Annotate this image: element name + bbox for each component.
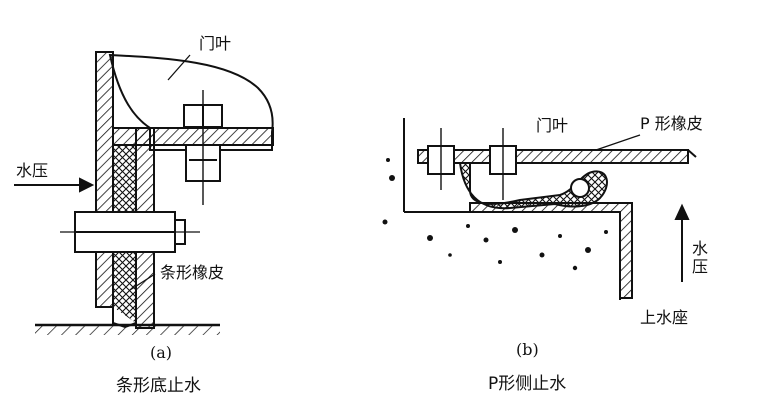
label-upper-seat-b: 上水座	[640, 308, 689, 327]
door-leaf-b	[417, 149, 689, 164]
skin-plate-a	[95, 51, 114, 308]
figure-b-drawing	[382, 118, 697, 300]
p-rubber-b	[458, 162, 608, 210]
seat-plate-b	[469, 202, 633, 299]
door-leaf-a	[108, 53, 274, 151]
label-p-rubber-b: P 形橡皮	[640, 114, 703, 133]
caption-a: 条形底止水	[116, 376, 201, 396]
subfigure-label-b: (b)	[516, 340, 539, 359]
subfigure-label-a: (a)	[150, 343, 173, 362]
label-water-pressure-a: 水压	[16, 161, 49, 180]
figure-a-drawing	[14, 51, 274, 335]
label-water-pressure-b: 水压	[689, 240, 708, 276]
label-strip-rubber-a: 条形橡皮	[160, 263, 225, 282]
label-door-leaf-b: 门叶	[536, 116, 569, 135]
caption-b: P形侧止水	[488, 374, 567, 394]
label-door-leaf-a: 门叶	[199, 34, 232, 53]
